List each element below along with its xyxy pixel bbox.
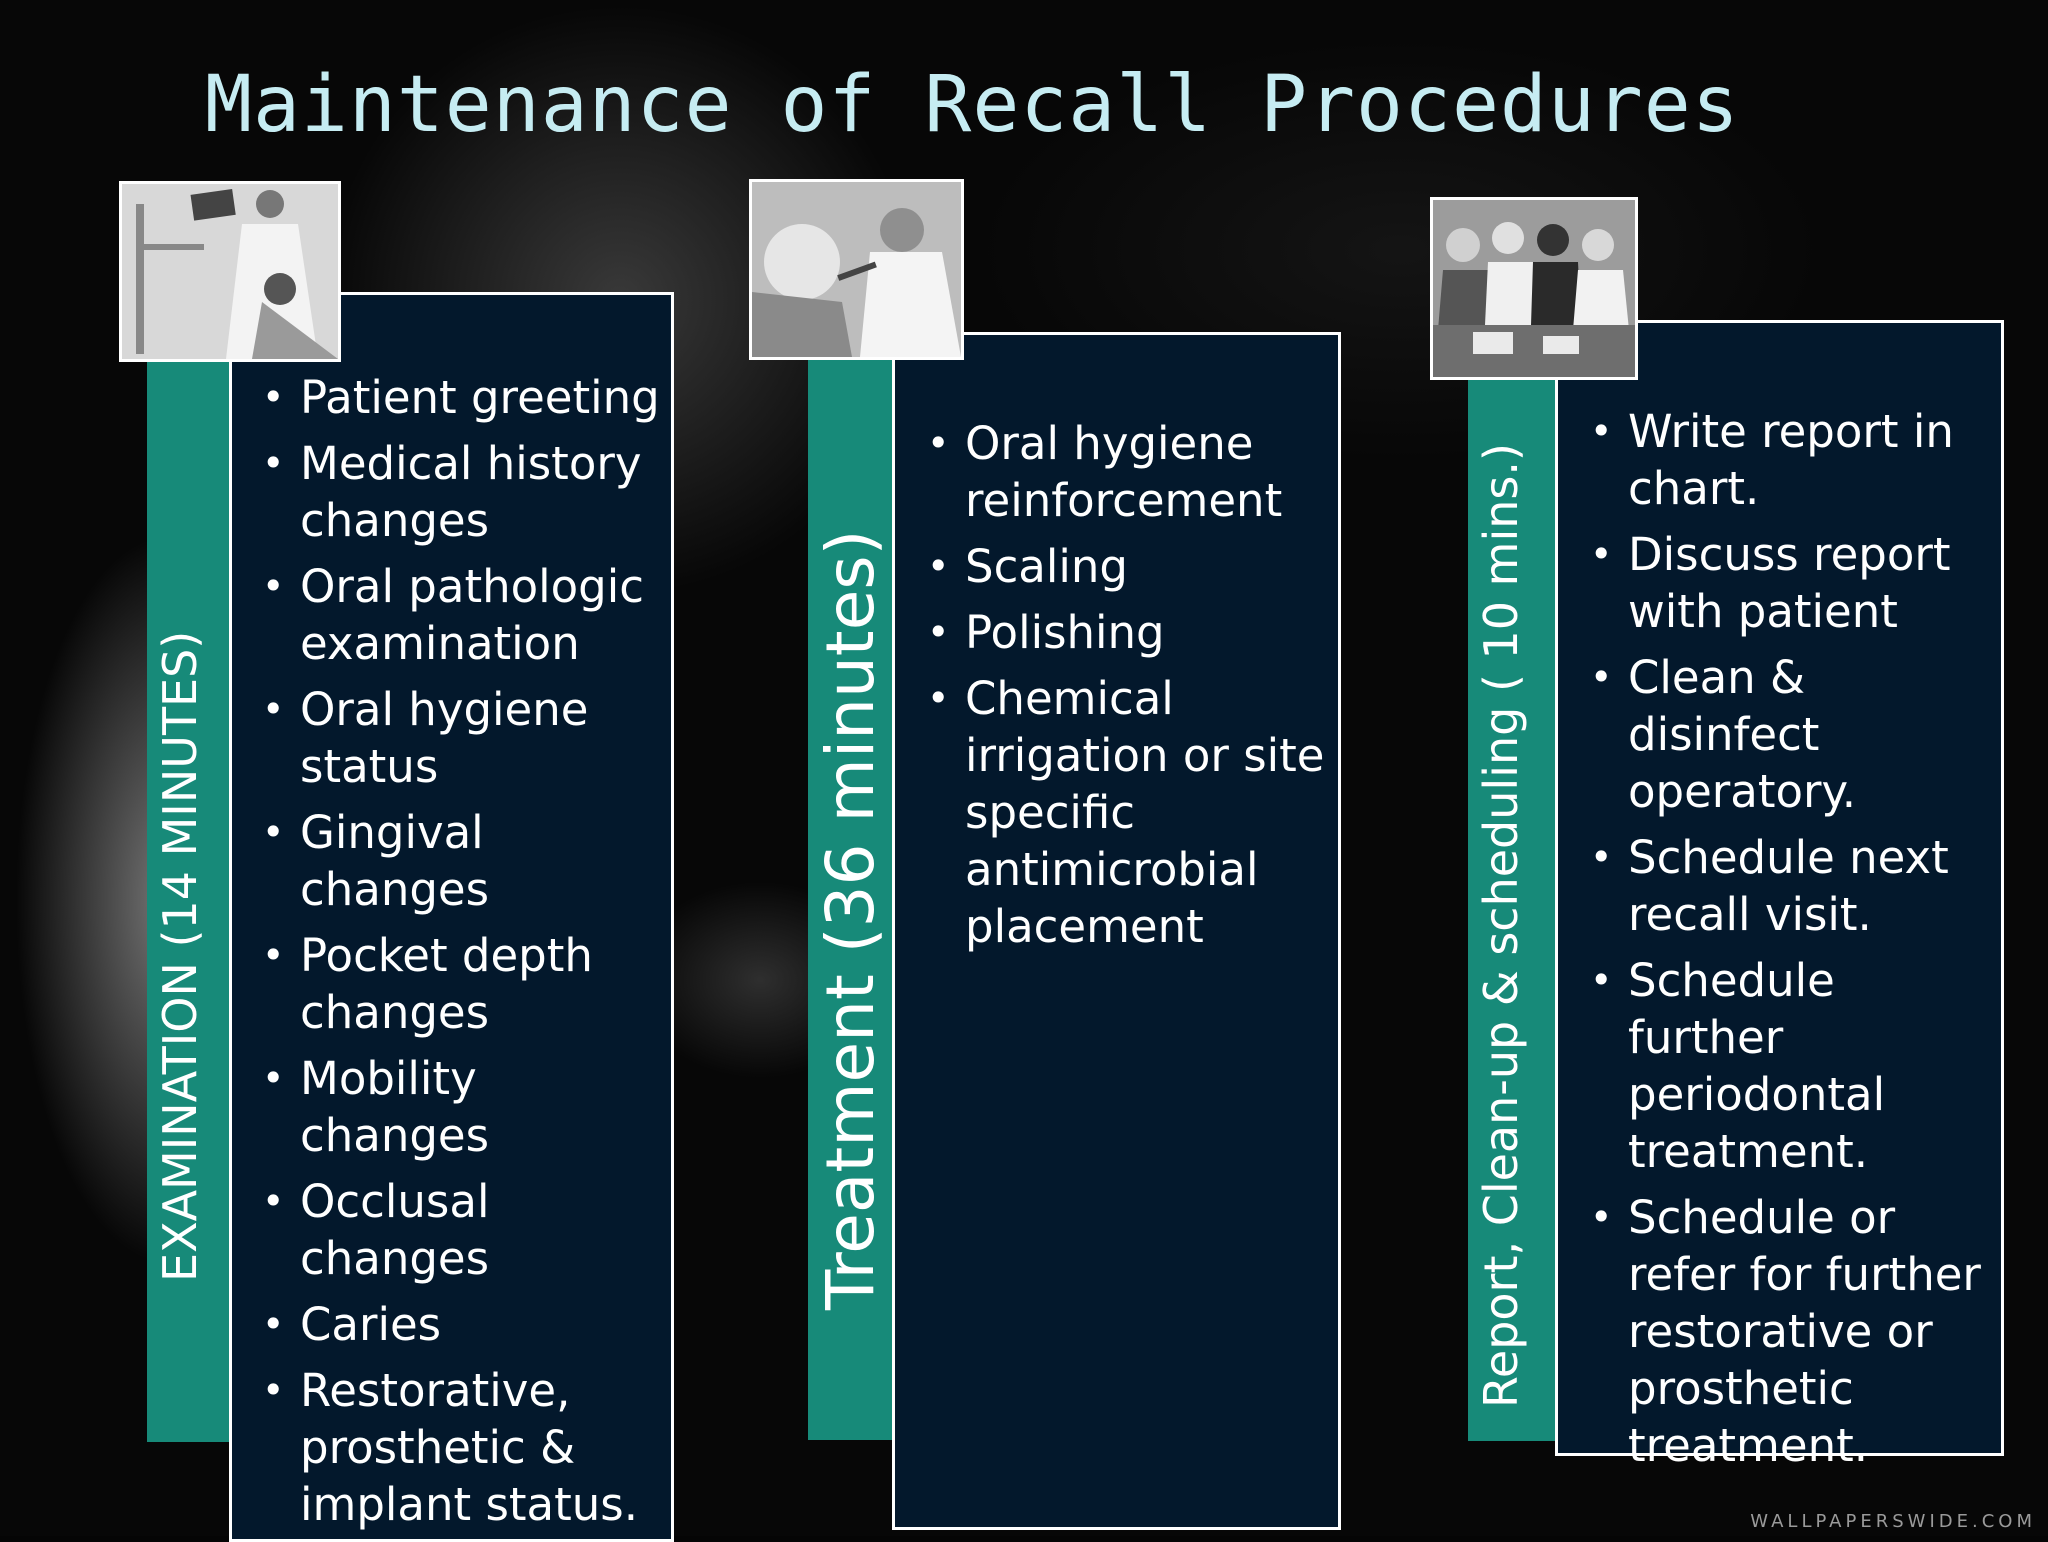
- dental-treatment-photo: [749, 179, 964, 360]
- bullet-item: Schedule further periodontal treatment.: [1590, 952, 1991, 1180]
- bullet-item: Scaling: [927, 538, 1328, 595]
- bullet-item: Mobility changes: [262, 1050, 661, 1164]
- slide-title: Maintenance of Recall Procedures: [205, 60, 1740, 150]
- bullet-item: Occlusal changes: [262, 1173, 661, 1287]
- treatment-panel: Oral hygiene reinforcementScalingPolishi…: [892, 332, 1341, 1530]
- bullet-item: Pocket depth changes: [262, 927, 661, 1041]
- bullet-item: Oral hygiene status: [262, 681, 661, 795]
- examination-panel: Patient greetingMedical history changesO…: [229, 292, 674, 1542]
- bullet-item: Chemical irrigation or site specific ant…: [927, 670, 1328, 955]
- treatment-label-bar: [808, 358, 894, 1440]
- bullet-item: Medical history changes: [262, 435, 661, 549]
- bullet-item: Schedule next recall visit.: [1590, 829, 1991, 943]
- bullet-item: Clean & disinfect operatory.: [1590, 649, 1991, 820]
- watermark: WALLPAPERSWIDE.COM: [1750, 1511, 2036, 1532]
- examination-label-bar: [147, 360, 229, 1442]
- report-panel: Write report in chart.Discuss report wit…: [1555, 320, 2004, 1472]
- report-label: Report, Clean-up & scheduling ( 10 mins.…: [1474, 443, 1528, 1408]
- bullet-item: Oral hygiene reinforcement: [927, 415, 1328, 529]
- report-list: Write report in chart.Discuss report wit…: [1590, 403, 1991, 1474]
- bullet-item: Polishing: [927, 604, 1328, 661]
- examination-list: Patient greetingMedical history changesO…: [262, 369, 661, 1533]
- dentist-patient-photo: [119, 181, 341, 362]
- bullet-item: Oral pathologic examination: [262, 558, 661, 672]
- treatment-label: Treatment (36 minutes): [812, 529, 889, 1310]
- bullet-item: Patient greeting: [262, 369, 661, 426]
- bullet-item: Write report in chart.: [1590, 403, 1991, 517]
- bullet-item: Gingival changes: [262, 804, 661, 918]
- report-label-bar: [1468, 375, 1558, 1441]
- bullet-item: Caries: [262, 1296, 661, 1353]
- bullet-item: Schedule or refer for further restorativ…: [1590, 1189, 1991, 1474]
- team-meeting-photo: [1430, 197, 1638, 380]
- bullet-item: Discuss report with patient: [1590, 526, 1991, 640]
- treatment-list: Oral hygiene reinforcementScalingPolishi…: [927, 415, 1328, 955]
- bullet-item: Restorative, prosthetic & implant status…: [262, 1362, 661, 1533]
- examination-label: EXAMINATION (14 MINUTES): [153, 630, 207, 1282]
